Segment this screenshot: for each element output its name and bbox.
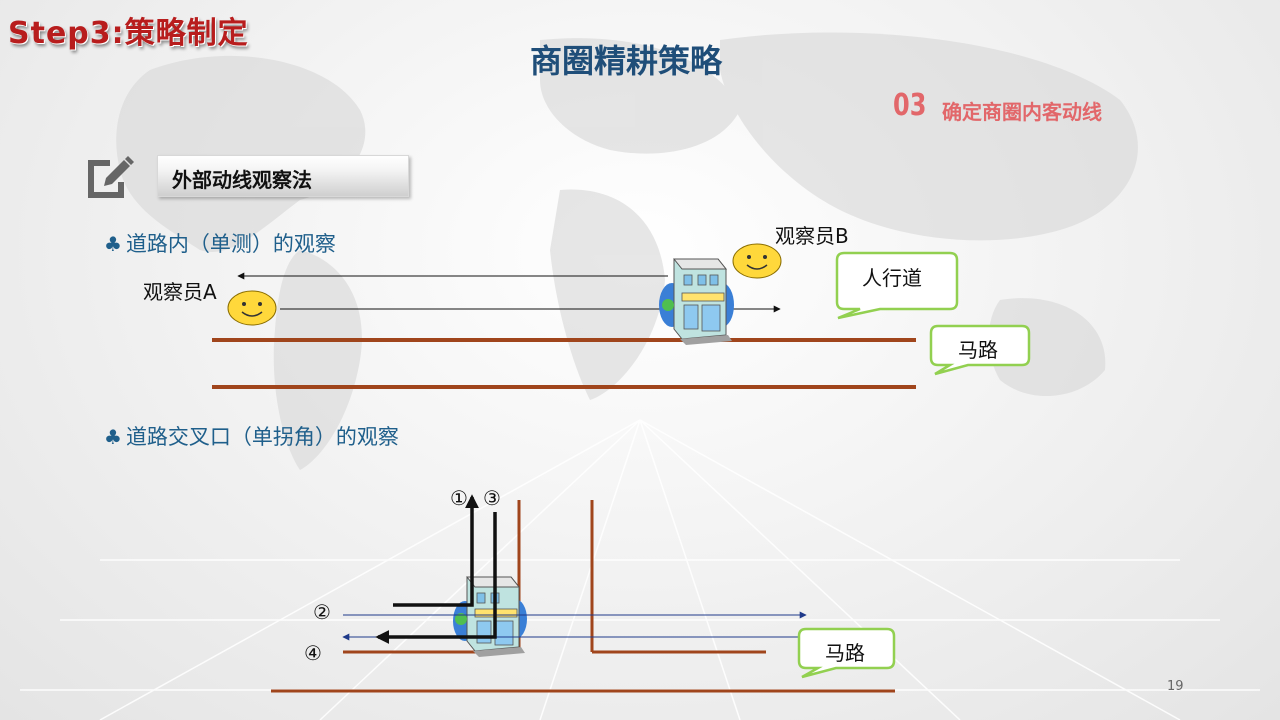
method-label: 外部动线观察法 xyxy=(172,168,312,192)
step-title: Step3:策略制定 xyxy=(8,16,249,51)
road-callout-one xyxy=(929,324,1031,376)
marker-four: ④ xyxy=(304,641,322,665)
page-number: 19 xyxy=(1167,679,1184,694)
edit-note-icon xyxy=(88,156,134,198)
scene-two-heading: ♣道路交叉口（单拐角）的观察 xyxy=(104,421,399,451)
section-number: 03 xyxy=(893,88,927,123)
shop-building-icon xyxy=(659,258,734,345)
road-label-two: 马路 xyxy=(825,641,865,665)
observer-b-label: 观察员B xyxy=(775,224,849,248)
club-bullet-icon: ♣ xyxy=(104,232,122,256)
marker-two: ② xyxy=(313,600,331,624)
sidewalk-label: 人行道 xyxy=(862,266,922,290)
flow-arrow-one xyxy=(393,494,479,607)
scene-two-heading-text: 道路交叉口（单拐角）的观察 xyxy=(125,425,399,449)
smiley-face-icon xyxy=(227,290,277,326)
smiley-face-icon xyxy=(732,243,782,279)
method-label-box: 外部动线观察法 xyxy=(157,155,409,197)
marker-one: ① xyxy=(450,486,468,510)
section-label: 确定商圈内客动线 xyxy=(942,100,1102,124)
road-callout-two xyxy=(797,627,896,679)
sidewalk-callout xyxy=(835,251,959,320)
observer-a-label: 观察员A xyxy=(143,280,217,304)
shop-building-icon xyxy=(453,576,527,657)
club-bullet-icon: ♣ xyxy=(104,425,122,449)
flow-arrow-three xyxy=(375,512,497,644)
page-title: 商圈精耕策略 xyxy=(529,42,722,80)
marker-three: ③ xyxy=(483,486,501,510)
scene-one-heading-text: 道路内（单测）的观察 xyxy=(125,232,336,256)
scene-one-heading: ♣道路内（单测）的观察 xyxy=(104,228,336,258)
road-label-one: 马路 xyxy=(958,338,998,362)
